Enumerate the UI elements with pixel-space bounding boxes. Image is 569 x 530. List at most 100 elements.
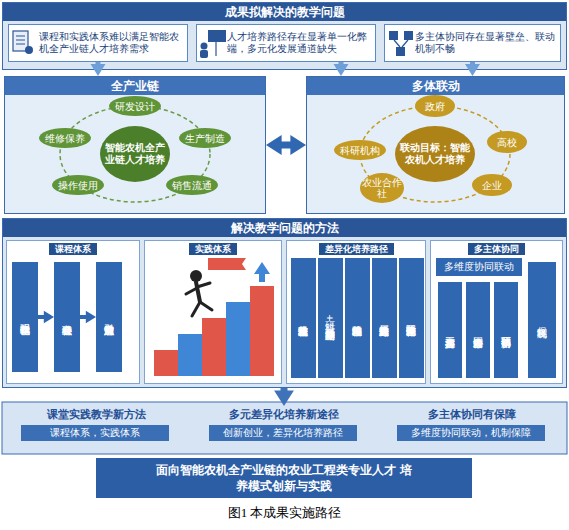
result-section: 多元差异化培养新途径创新创业，差异化培养路径	[196, 406, 372, 450]
connector	[38, 311, 54, 324]
connector	[334, 62, 349, 76]
icon-line	[215, 42, 216, 56]
vertical-box: 基础学科课程强化	[12, 262, 38, 372]
connector	[266, 135, 306, 155]
vertical-box: 核心专业课融合	[54, 262, 80, 372]
icon-dot	[25, 46, 33, 54]
climber-body	[196, 282, 200, 302]
connector	[465, 62, 480, 76]
board-icon	[208, 30, 226, 42]
connector-line	[96, 62, 101, 65]
step-block	[202, 318, 226, 376]
network-icon	[396, 47, 405, 56]
ring-node: 销售流通	[166, 175, 218, 195]
arrow-head	[266, 135, 282, 155]
section-band: 成果拟解决的教学问题课程和实践体系难以满足智能农机全产业链人才培养需求 人才培养路…	[2, 2, 567, 70]
node-text: 面向智能农机全产业链的农业工程类专业人才 培养模式创新与实践	[153, 462, 415, 494]
node-text: 联动目标：智能农机人才培养	[399, 142, 471, 166]
panel: 全产业链智能农机全产业链人才培养研发设计生产制造销售流通操作使用维修保养	[4, 76, 266, 214]
node-text: 多主体协同有保障	[384, 408, 560, 422]
ring-node: 研发设计	[109, 96, 161, 116]
node-text: 校企联合订单式培养路径	[298, 261, 309, 375]
tag-box: 课程体系，实践体系	[21, 425, 169, 441]
center-circle: 智能农机全产业链人才培养	[100, 126, 170, 182]
connector-line	[281, 388, 288, 391]
result-section: 多主体协同有保障多维度协同联动，机制保障	[384, 406, 560, 450]
ring-node: 高校	[487, 131, 527, 153]
result-section: 课堂实践教学新方法课程体系，实践体系	[8, 406, 184, 450]
step-block	[178, 334, 202, 376]
problem-box: 多主体协同存在显著壁垒、联动机制不畅	[384, 24, 561, 62]
climber-arm	[186, 288, 197, 294]
arrow-head	[86, 311, 96, 324]
climber-arm	[197, 283, 210, 287]
icon-line	[16, 40, 25, 41]
node-text: 实践体系	[189, 243, 237, 255]
node-text: 课堂实践教学新方法	[8, 408, 184, 422]
node-text: 资源共享与平台共建	[445, 285, 456, 375]
node-text: 政府	[425, 101, 445, 112]
climber-leg	[200, 302, 212, 310]
node-text: 项目驱动协同创新	[501, 285, 512, 375]
arrow-head	[334, 64, 349, 76]
conclusion-box: 面向智能农机全产业链的农业工程类专业人才 培养模式创新与实践	[96, 458, 472, 498]
node-text: 多主体协同	[468, 243, 525, 255]
node-text: 科研+产业双导师制培养路径	[325, 261, 336, 375]
arrow-head	[290, 135, 306, 155]
method-panel: 多主体协同多维度协同联动资源共享与平台共建人才培养全链条协同项目驱动协同创新 保障…	[430, 240, 563, 384]
up-arrow	[254, 262, 270, 282]
center-circle: 联动目标：智能农机人才培养	[395, 126, 475, 182]
problem-box: 课程和实践体系难以满足智能农机全产业链人才培养需求	[8, 24, 188, 62]
connector-line	[281, 142, 292, 149]
method-panel: 差异化培养路径校企联合订单式培养路径科研+产业双导师制培养路径跨学科模块化培养路…	[286, 240, 426, 384]
connector-line	[38, 315, 45, 319]
vertical-box: 分层分类递进式培养路径	[372, 258, 397, 378]
result-band	[2, 402, 567, 454]
step-block	[154, 350, 178, 376]
ring-node: 操作使用	[52, 175, 104, 195]
node-text: 成果拟解决的教学问题	[3, 3, 566, 21]
vertical-box: 校企联合订单式培养路径	[291, 258, 316, 378]
ring-node: 政府	[415, 95, 455, 117]
problem-box: 人才培养路径存在显著单一化弊端，多元化发展通道缺失	[196, 24, 376, 62]
node-text: 课程和实践体系难以满足智能农机全产业链人才培养需求	[39, 31, 183, 55]
node-text: 多维度协同联动	[444, 261, 514, 274]
connector-line	[339, 62, 344, 65]
node-text: 人才培养路径存在显著单一化弊端，多元化发展通道缺失	[227, 31, 371, 55]
ring-node: 农业合作社	[360, 173, 404, 203]
node-text: 操作使用	[58, 180, 98, 191]
icon-line	[402, 40, 408, 47]
node-text: 企业	[482, 180, 502, 191]
vertical-box: 资源共享与平台共建	[438, 282, 462, 378]
vertical-box: 人才培养全链条协同	[466, 282, 490, 378]
vertical-box: 保障机制	[528, 262, 556, 378]
node-text: 多主体协同存在显著壁垒、联动机制不畅	[415, 31, 556, 55]
node-text: 农业合作社	[361, 177, 403, 199]
node-text: 生产制造	[185, 133, 225, 144]
icon-line	[16, 44, 25, 45]
climber-leg	[192, 302, 200, 316]
node-text: 核心专业课融合	[62, 265, 73, 369]
ribbon	[208, 258, 246, 270]
panel-fill	[306, 76, 565, 214]
icon-line	[16, 36, 25, 37]
node-text: 差异化培养路径	[319, 243, 394, 255]
vertical-box: 前沿知识行业动态引入	[96, 262, 122, 372]
connector	[91, 62, 106, 76]
panel: 多体联动联动目标：智能农机人才培养政府高校企业农业合作社科研机构	[306, 76, 565, 214]
node-text: 国际合作全球化培养路径	[406, 261, 417, 375]
arrow-head	[465, 64, 480, 76]
node-text: 基础学科课程强化	[20, 265, 31, 369]
icon-line	[394, 40, 400, 47]
process-box: 多维度协同联动	[436, 258, 522, 276]
connector-line	[470, 62, 475, 65]
vertical-box: 国际合作全球化培养路径	[399, 258, 424, 378]
arrow-head	[274, 390, 294, 406]
figure-caption: 图1 本成果实施路径	[0, 504, 569, 522]
step-block	[250, 286, 274, 376]
node-text: 创新创业，差异化培养路径	[223, 427, 343, 440]
tag-box: 创新创业，差异化培养路径	[209, 425, 357, 441]
vertical-box: 科研+产业双导师制培养路径	[318, 258, 343, 378]
connector-line	[80, 315, 87, 319]
